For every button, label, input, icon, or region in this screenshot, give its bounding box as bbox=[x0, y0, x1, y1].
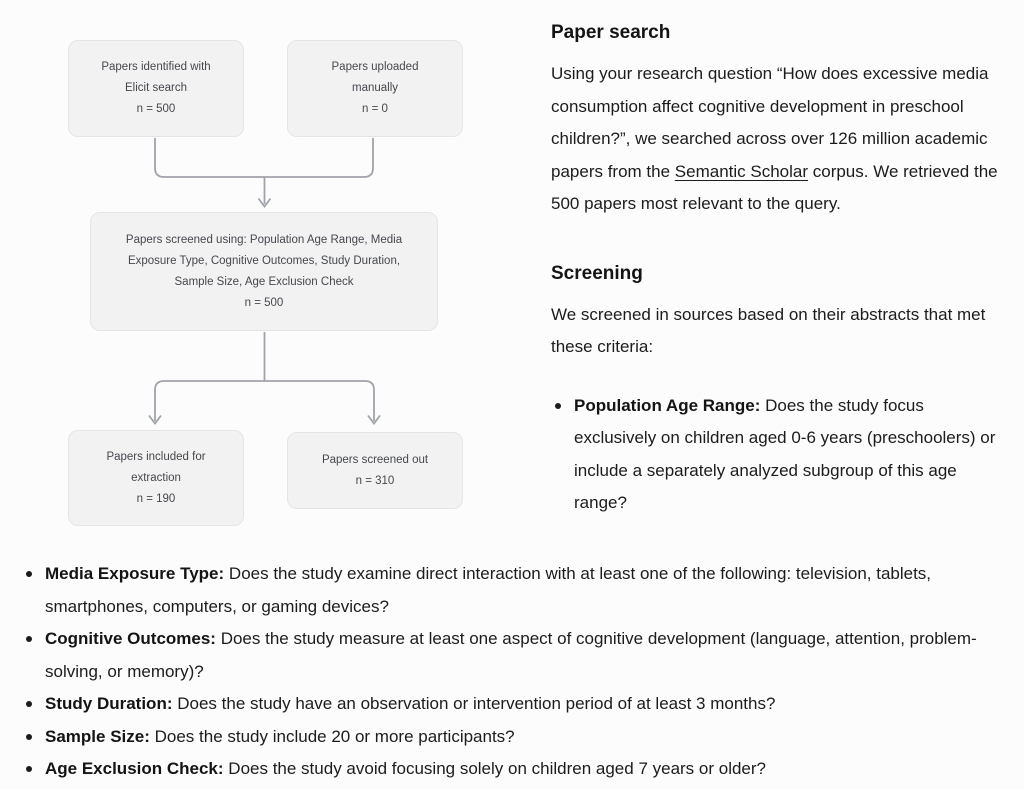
flow-box-papers-screened: Papers screened using: Population Age Ra… bbox=[90, 212, 438, 331]
flow-box-papers-included: Papers included for extraction n = 190 bbox=[68, 430, 244, 526]
criterion-label: Study Duration: bbox=[45, 694, 173, 713]
criterion-question: Does the study avoid focusing solely on … bbox=[228, 759, 767, 778]
criterion-population-age-range: Population Age Range: Does the study foc… bbox=[551, 390, 1004, 520]
screening-criteria-list-rest: Media Exposure Type: Does the study exam… bbox=[22, 558, 1004, 786]
criterion-label: Population Age Range: bbox=[574, 395, 761, 415]
criterion-sample-size: Sample Size: Does the study include 20 o… bbox=[22, 721, 1004, 754]
criterion-label: Cognitive Outcomes: bbox=[45, 629, 216, 648]
flow-box-count: n = 500 bbox=[136, 103, 176, 115]
flow-box-count: n = 500 bbox=[244, 296, 284, 309]
flow-box-papers-identified: Papers identified with Elicit search n =… bbox=[68, 40, 244, 137]
criterion-age-exclusion-check: Age Exclusion Check: Does the study avoi… bbox=[22, 753, 1004, 786]
criterion-label: Media Exposure Type: bbox=[45, 564, 225, 583]
flow-box-text: Papers screened using: Population Age Ra… bbox=[125, 233, 403, 288]
criterion-label: Age Exclusion Check: bbox=[45, 759, 224, 778]
report-text-column: Paper search Using your research questio… bbox=[525, 0, 1024, 520]
criterion-media-exposure-type: Media Exposure Type: Does the study exam… bbox=[22, 558, 1004, 623]
flow-box-count: n = 0 bbox=[362, 103, 388, 115]
connector-split-bottom bbox=[154, 380, 375, 421]
semantic-scholar-link[interactable]: Semantic Scholar bbox=[674, 161, 809, 181]
criterion-question: Does the study measure at least one aspe… bbox=[45, 629, 977, 681]
connector-merge-top bbox=[154, 138, 374, 178]
criterion-question: Does the study focus exclusively on chil… bbox=[574, 395, 996, 513]
criterion-question: Does the study have an observation or in… bbox=[177, 694, 776, 713]
paper-search-text-after-link: corpus. We retrieved the 500 papers most… bbox=[551, 161, 998, 214]
arrowhead-into-screened bbox=[257, 197, 272, 208]
flow-box-text: Papers screened out bbox=[321, 453, 429, 466]
criterion-study-duration: Study Duration: Does the study have an o… bbox=[22, 688, 1004, 721]
flow-box-papers-screened-out: Papers screened out n = 310 bbox=[287, 432, 463, 509]
flow-box-text: Papers identified with Elicit search bbox=[101, 61, 211, 94]
screening-criteria-list-first: Population Age Range: Does the study foc… bbox=[551, 390, 1004, 520]
paper-search-text-before-link: Using your research question “How does e… bbox=[551, 64, 989, 181]
criterion-question: Does the study include 20 or more partic… bbox=[154, 726, 515, 746]
bottom-section: Media Exposure Type: Does the study exam… bbox=[0, 556, 1024, 786]
criterion-label: Sample Size: bbox=[45, 726, 150, 746]
prisma-flowchart: Papers identified with Elicit search n =… bbox=[0, 0, 525, 556]
flow-box-papers-uploaded: Papers uploaded manually n = 0 bbox=[287, 40, 463, 137]
screening-intro: We screened in sources based on their ab… bbox=[551, 304, 986, 357]
paper-search-paragraph: Using your research question “How does e… bbox=[551, 58, 1004, 221]
flow-box-text: Papers uploaded manually bbox=[331, 61, 419, 94]
flow-box-text: Papers included for extraction bbox=[106, 450, 206, 484]
criterion-cognitive-outcomes: Cognitive Outcomes: Does the study measu… bbox=[22, 623, 1004, 688]
screening-heading: Screening bbox=[551, 262, 643, 284]
arrowhead-into-included bbox=[148, 414, 162, 425]
paper-search-heading: Paper search bbox=[551, 22, 671, 43]
arrowhead-into-screened-out bbox=[367, 414, 381, 425]
top-section: Papers identified with Elicit search n =… bbox=[0, 0, 1024, 556]
criterion-question: Does the study examine direct interactio… bbox=[45, 564, 932, 616]
flow-box-count: n = 190 bbox=[136, 492, 176, 505]
flow-box-count: n = 310 bbox=[355, 474, 395, 487]
